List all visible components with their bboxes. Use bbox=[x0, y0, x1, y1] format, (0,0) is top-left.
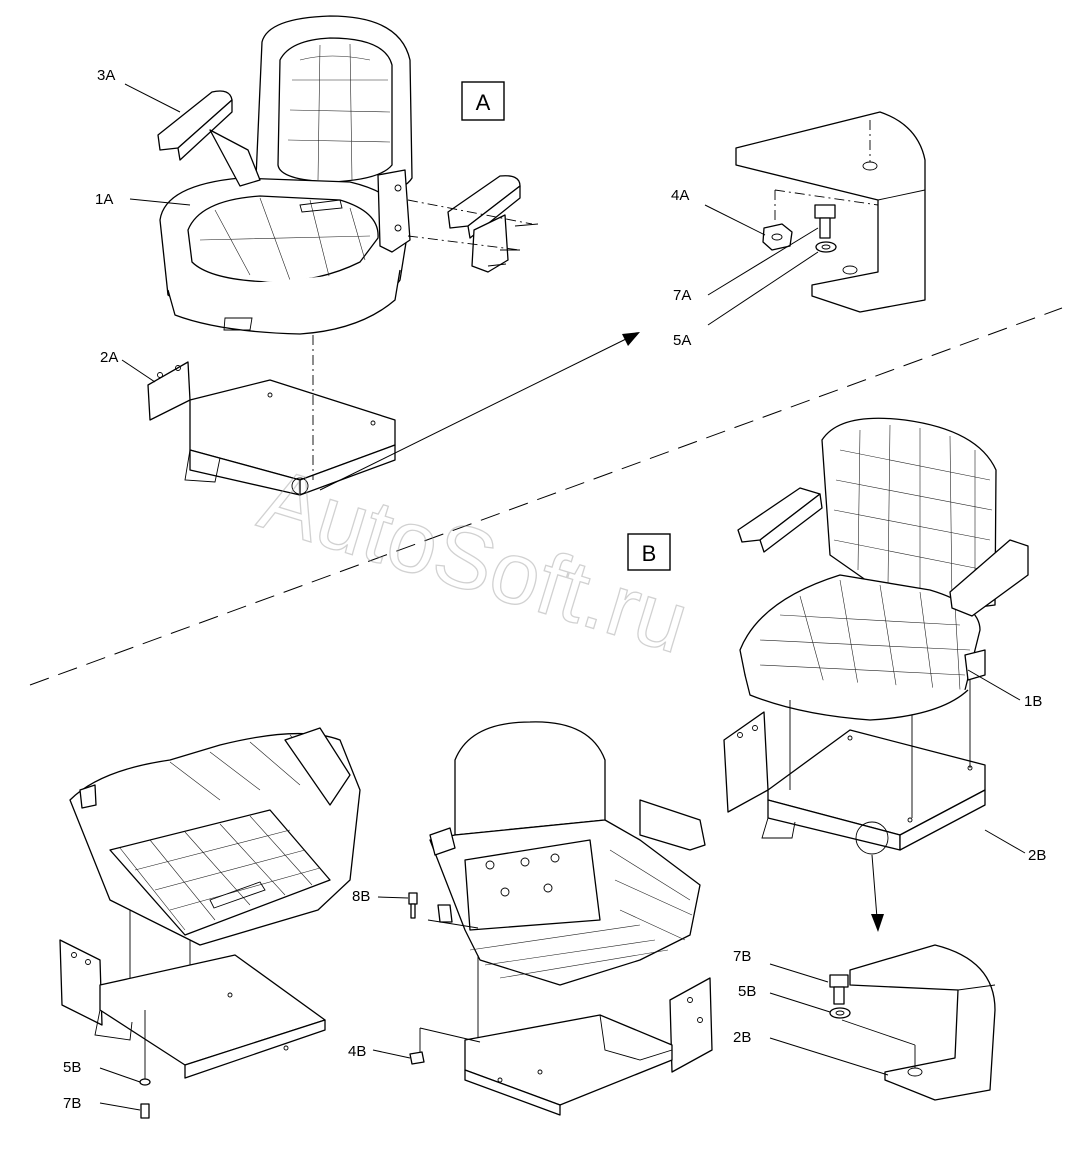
callout-1a: 1A bbox=[95, 191, 113, 208]
section-label-a: A bbox=[461, 81, 505, 121]
seat-1b bbox=[737, 417, 1029, 721]
washer-5a bbox=[815, 241, 837, 253]
callout-4b: 4B bbox=[348, 1043, 366, 1060]
seat-inverted-left bbox=[69, 727, 361, 985]
fastener-7b-left bbox=[140, 1103, 150, 1119]
armrest-exploded bbox=[407, 175, 539, 273]
svg-text:A: A bbox=[476, 90, 491, 115]
washer-5b bbox=[829, 1007, 851, 1019]
callout-2b-right: 2B bbox=[733, 1029, 751, 1046]
detail-arrow-b bbox=[871, 854, 884, 932]
nut-4a bbox=[762, 223, 793, 251]
armrest-3a bbox=[157, 90, 261, 187]
section-separator bbox=[29, 307, 1063, 686]
mounting-plate-center bbox=[419, 977, 713, 1116]
fastener-8b bbox=[408, 892, 418, 919]
mounting-plate-2a bbox=[147, 335, 396, 496]
callout-8b: 8B bbox=[352, 888, 370, 905]
section-label-b: B bbox=[627, 533, 671, 571]
fastener-4b bbox=[409, 1051, 425, 1065]
callout-7b-left: 7B bbox=[63, 1095, 81, 1112]
callout-2b-a: 2B bbox=[1028, 847, 1046, 864]
callout-4a: 4A bbox=[671, 187, 689, 204]
leader-lines bbox=[99, 83, 1026, 1111]
callout-1b: 1B bbox=[1024, 693, 1042, 710]
callout-7b-right: 7B bbox=[733, 948, 751, 965]
callout-7a: 7A bbox=[673, 287, 691, 304]
callout-5a: 5A bbox=[673, 332, 691, 349]
seat-1a bbox=[159, 15, 413, 335]
mounting-plate-left bbox=[59, 939, 326, 1080]
watermark: AutoSoft.ru bbox=[249, 448, 699, 671]
callout-5b-left: 5B bbox=[63, 1059, 81, 1076]
callout-2a: 2A bbox=[100, 349, 118, 366]
bolt-7a bbox=[814, 204, 836, 239]
seat-inverted-center bbox=[427, 721, 706, 1040]
fastener-5b-left bbox=[139, 1078, 151, 1086]
svg-text:B: B bbox=[642, 541, 657, 566]
callout-3a: 3A bbox=[97, 67, 115, 84]
detail-a-bracket bbox=[735, 111, 926, 313]
callout-5b-right: 5B bbox=[738, 983, 756, 1000]
detail-b-bracket bbox=[841, 944, 996, 1101]
detail-arrow-a bbox=[319, 332, 640, 491]
bolt-7b bbox=[829, 974, 849, 1005]
mounting-plate-2b bbox=[723, 680, 986, 855]
